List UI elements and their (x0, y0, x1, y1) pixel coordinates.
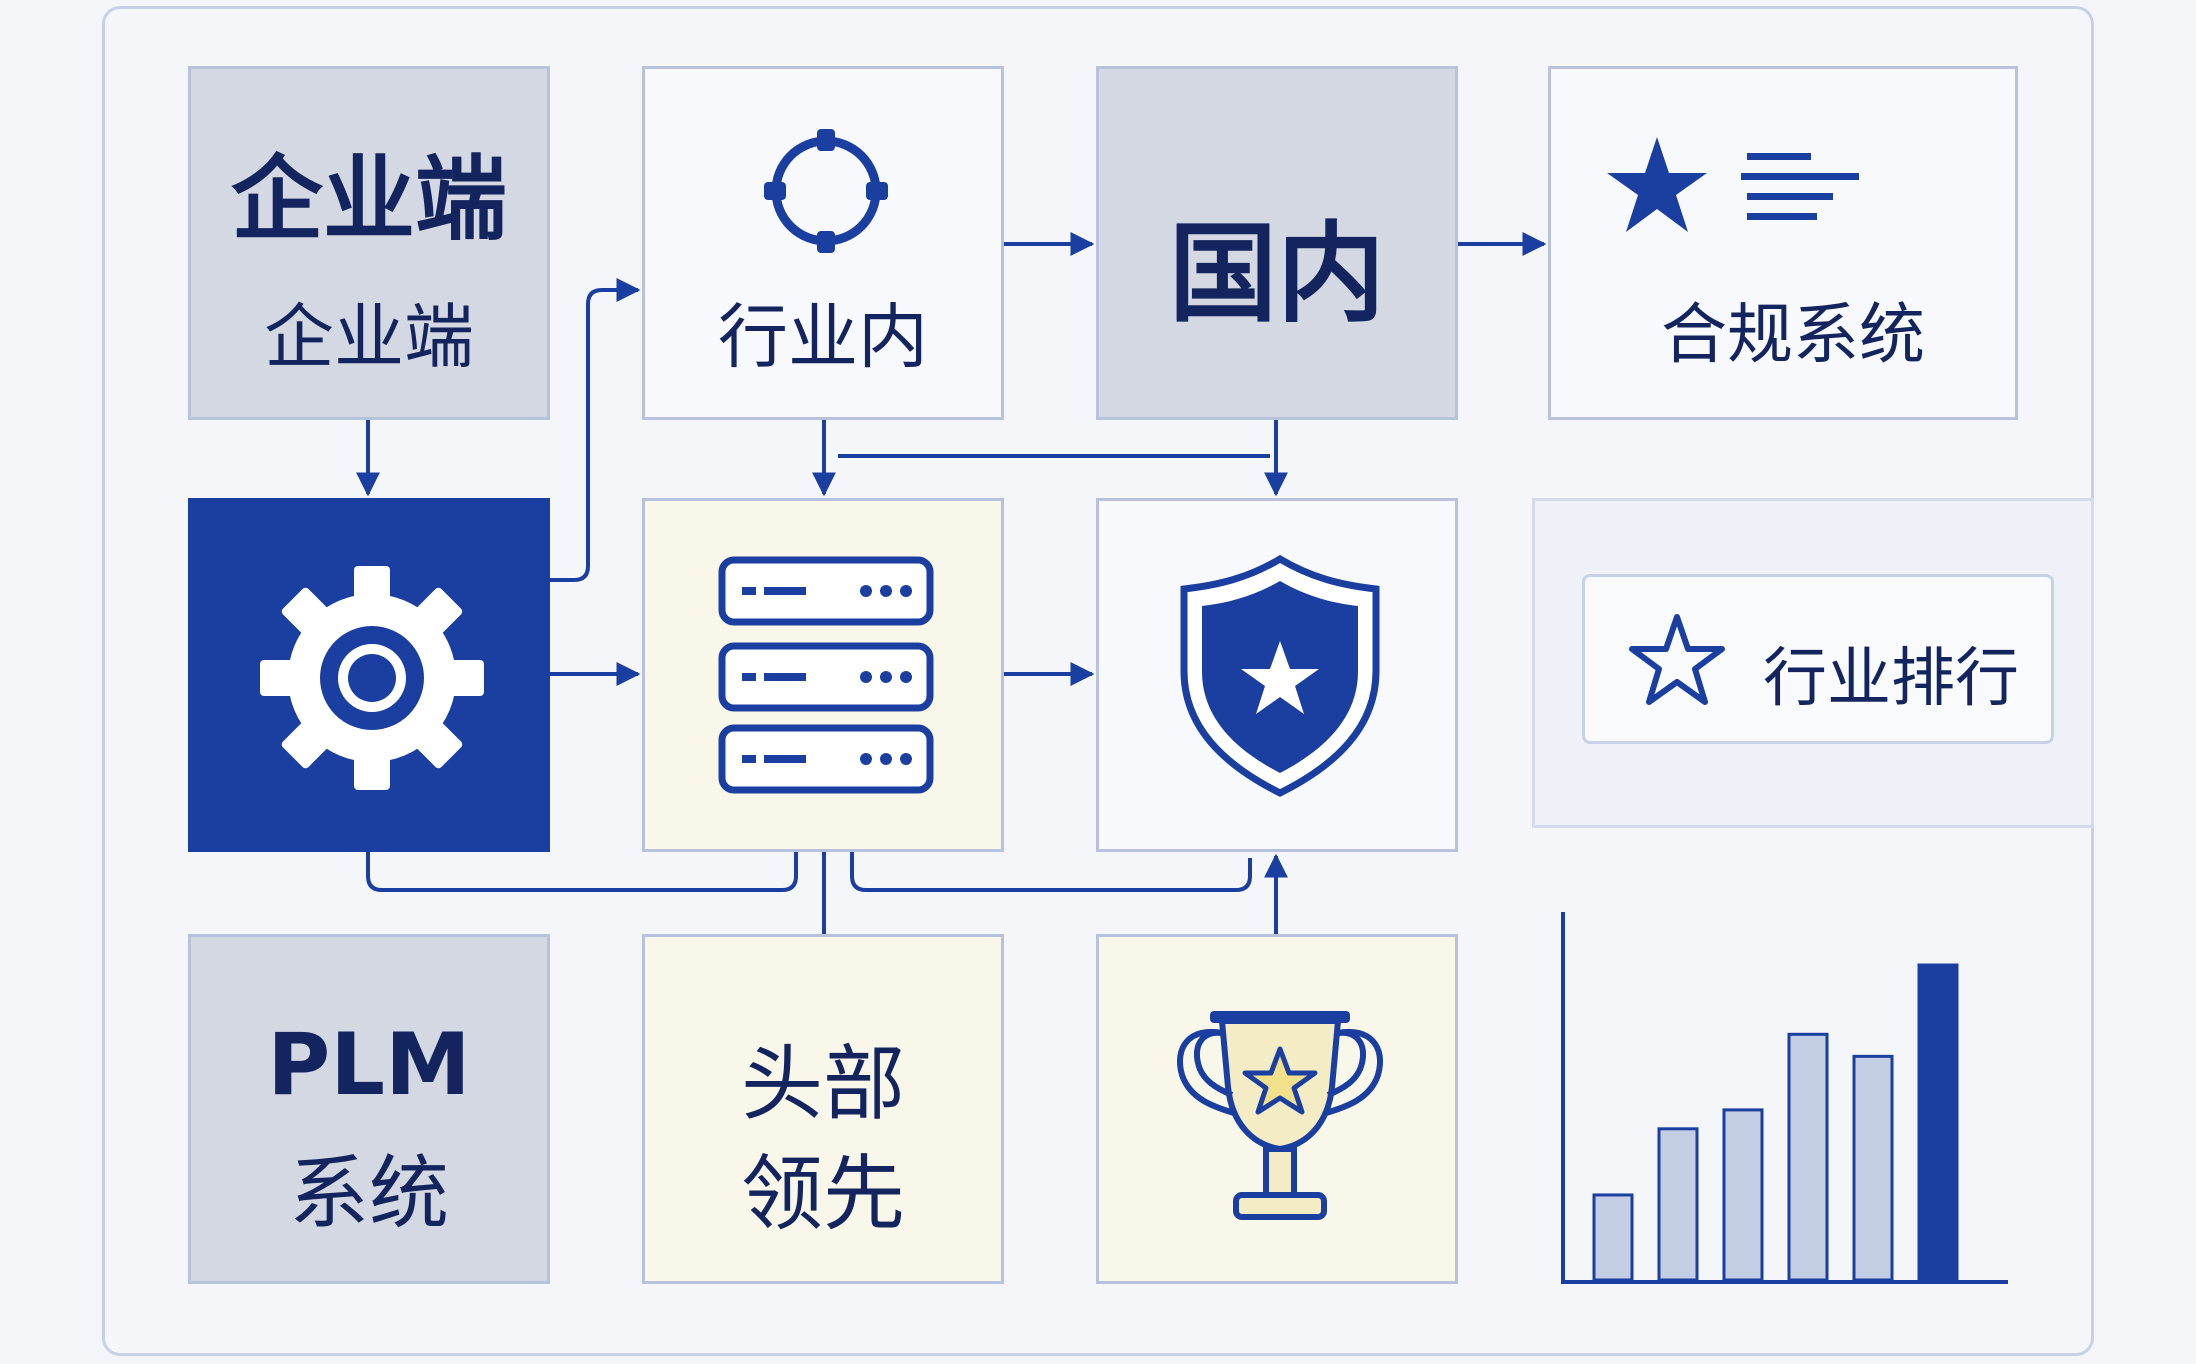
chart-bar-6 (1917, 963, 1959, 1282)
tile-enterprise: 企业端 企业端 (188, 66, 550, 420)
chart-bar-4 (1787, 1032, 1829, 1282)
tile-server (642, 498, 1004, 852)
tile-plm: PLM 系统 (188, 934, 550, 1284)
tile-trophy (1096, 934, 1458, 1284)
arrow-gear-to-industry (550, 278, 641, 582)
crosshair-circle-icon (764, 129, 888, 253)
tile-industry-label: 行业内 (718, 296, 928, 378)
chart-bar-3 (1722, 1108, 1764, 1282)
tile-industry: 行业内 (642, 66, 1004, 420)
tile-domestic-label: 国内 (1168, 212, 1385, 337)
link-server-to-trophy (850, 852, 1252, 892)
chart-bar-1 (1592, 1193, 1634, 1282)
star-lines-icon (1607, 137, 1859, 232)
tile-enterprise-title: 企业端 (230, 146, 507, 253)
ranking-button-label: 行业排行 (1763, 642, 2019, 716)
ranking-bar-chart (1561, 912, 2008, 1284)
link-gear-to-server (366, 852, 798, 892)
tile-compliance: 合规系统 (1548, 66, 2018, 420)
tile-shield (1096, 498, 1458, 852)
tile-plm-line1: PLM (267, 1015, 471, 1115)
tile-plm-line2: 系统 (289, 1147, 449, 1240)
tile-leading-line2: 领先 (740, 1147, 905, 1242)
tile-compliance-label: 合规系统 (1661, 296, 1925, 373)
chart-bar-5 (1852, 1054, 1894, 1282)
server-stack-icon (718, 556, 934, 794)
chart-bar-2 (1657, 1127, 1699, 1282)
ranking-button[interactable]: 行业排行 (1582, 574, 2054, 744)
trophy-star-icon (1177, 1011, 1383, 1220)
tile-gear (188, 498, 550, 852)
shield-star-icon (1180, 554, 1380, 797)
star-outline-icon (1629, 614, 1725, 705)
tile-leading-line1: 头部 (740, 1037, 905, 1132)
tile-enterprise-subtitle: 企业端 (264, 296, 474, 378)
gear-icon (260, 566, 484, 790)
tile-domestic: 国内 (1096, 66, 1458, 420)
tile-leading: 头部 领先 (642, 934, 1004, 1284)
